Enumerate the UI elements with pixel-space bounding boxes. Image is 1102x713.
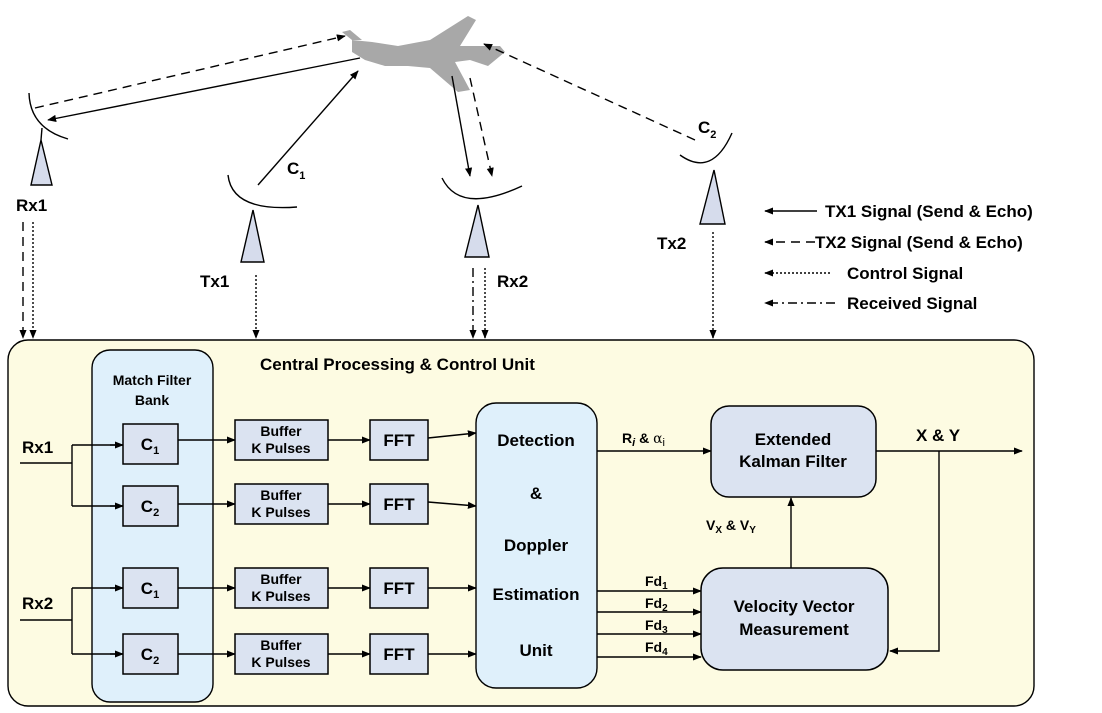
detection-line1: Detection	[497, 431, 574, 450]
legend-control: Control Signal	[847, 264, 963, 283]
rx2-label: Rx2	[497, 272, 528, 291]
fft-to-detection-arrow-2	[427, 501, 477, 509]
tx2-signal-to-rx1	[34, 34, 346, 109]
buffer-1-line1: Buffer	[260, 423, 302, 439]
bank-title-line2: Bank	[135, 392, 169, 408]
tx1-send	[257, 70, 359, 186]
rx1-split-lines	[20, 444, 123, 507]
detection-line2: &	[530, 484, 542, 503]
vvm-line1: Velocity Vector	[734, 597, 855, 616]
buffer-2-line1: Buffer	[260, 487, 302, 503]
buffer-2-line2: K Pulses	[251, 504, 310, 520]
fd3-label: Fd3	[645, 617, 668, 636]
rx2-split-lines	[20, 587, 123, 655]
filter-c1-rx1-label: C1	[141, 435, 159, 457]
buffer-4-line1: Buffer	[260, 637, 302, 653]
detection-line5: Unit	[519, 641, 552, 660]
antenna-tx2	[679, 132, 733, 225]
buffer-3-line2: K Pulses	[251, 588, 310, 604]
legend-tx1: TX1 Signal (Send & Echo)	[825, 202, 1033, 221]
antenna-rx1	[28, 92, 69, 186]
fd1-label: Fd1	[645, 573, 668, 592]
velocity-vector-measurement	[700, 567, 889, 671]
fft-3-label: FFT	[383, 579, 415, 598]
legend: TX1 Signal (Send & Echo) TX2 Signal (Sen…	[764, 202, 1033, 313]
detection-line3: Doppler	[504, 536, 569, 555]
input-rx2-label: Rx2	[22, 594, 53, 613]
buffer-3: Buffer K Pulses	[234, 567, 329, 609]
xy-feedback-arrow	[889, 451, 940, 655]
tx2-label: Tx2	[657, 234, 686, 253]
ekf-line1: Extended	[755, 430, 832, 449]
antenna-tx1	[227, 174, 298, 263]
filter-c2-rx1	[122, 485, 179, 527]
antenna-rx2	[441, 177, 523, 258]
filter-c2-rx2	[122, 633, 179, 675]
fft-4	[369, 633, 429, 675]
unit-title: Central Processing & Control Unit	[260, 355, 535, 374]
filter-c1-rx2-label: C1	[141, 579, 159, 601]
fd2-label: Fd2	[645, 595, 668, 614]
filter-c2-rx2-label: C2	[141, 645, 159, 667]
rx1-label: Rx1	[16, 196, 47, 215]
bank-title-line1: Match Filter	[113, 372, 192, 388]
buffer-4-line2: K Pulses	[251, 654, 310, 670]
range-angle-label: Ri & αi	[622, 430, 665, 449]
input-rx1-label: Rx1	[22, 438, 53, 457]
velocity-label: VX & VY	[706, 517, 756, 536]
buffer-2: Buffer K Pulses	[234, 483, 329, 525]
buffer-4: Buffer K Pulses	[234, 633, 329, 675]
c2-label: C2	[698, 118, 716, 141]
fft-1-label: FFT	[383, 431, 415, 450]
tx2-send	[483, 43, 696, 141]
filter-c2-rx1-label: C2	[141, 497, 159, 519]
fft-to-detection-arrow-1	[427, 430, 477, 439]
ekf-line2: Kalman Filter	[739, 452, 847, 471]
c1-label: C1	[287, 159, 305, 182]
fft-3	[369, 567, 429, 609]
buffer-3-line1: Buffer	[260, 571, 302, 587]
fft-2-label: FFT	[383, 495, 415, 514]
tx1-echo-to-rx2	[451, 75, 473, 177]
tx2-echo-to-rx2	[469, 77, 494, 177]
tx1-label: Tx1	[200, 272, 229, 291]
aircraft-icon	[342, 16, 505, 92]
detection-doppler-unit	[475, 402, 598, 689]
vvm-line2: Measurement	[739, 620, 849, 639]
fft-1	[369, 419, 429, 461]
filter-c1-rx1	[122, 423, 179, 465]
legend-received: Received Signal	[847, 294, 977, 313]
fft-2	[369, 483, 429, 525]
buffer-1: Buffer K Pulses	[234, 419, 329, 461]
buffer-1-line2: K Pulses	[251, 440, 310, 456]
legend-tx2: TX2 Signal (Send & Echo)	[815, 233, 1023, 252]
tx1-echo-to-rx1	[47, 57, 361, 122]
detection-line4: Estimation	[493, 585, 580, 604]
xy-output-label: X & Y	[916, 426, 961, 445]
fft-4-label: FFT	[383, 645, 415, 664]
fd4-label: Fd4	[645, 639, 668, 658]
